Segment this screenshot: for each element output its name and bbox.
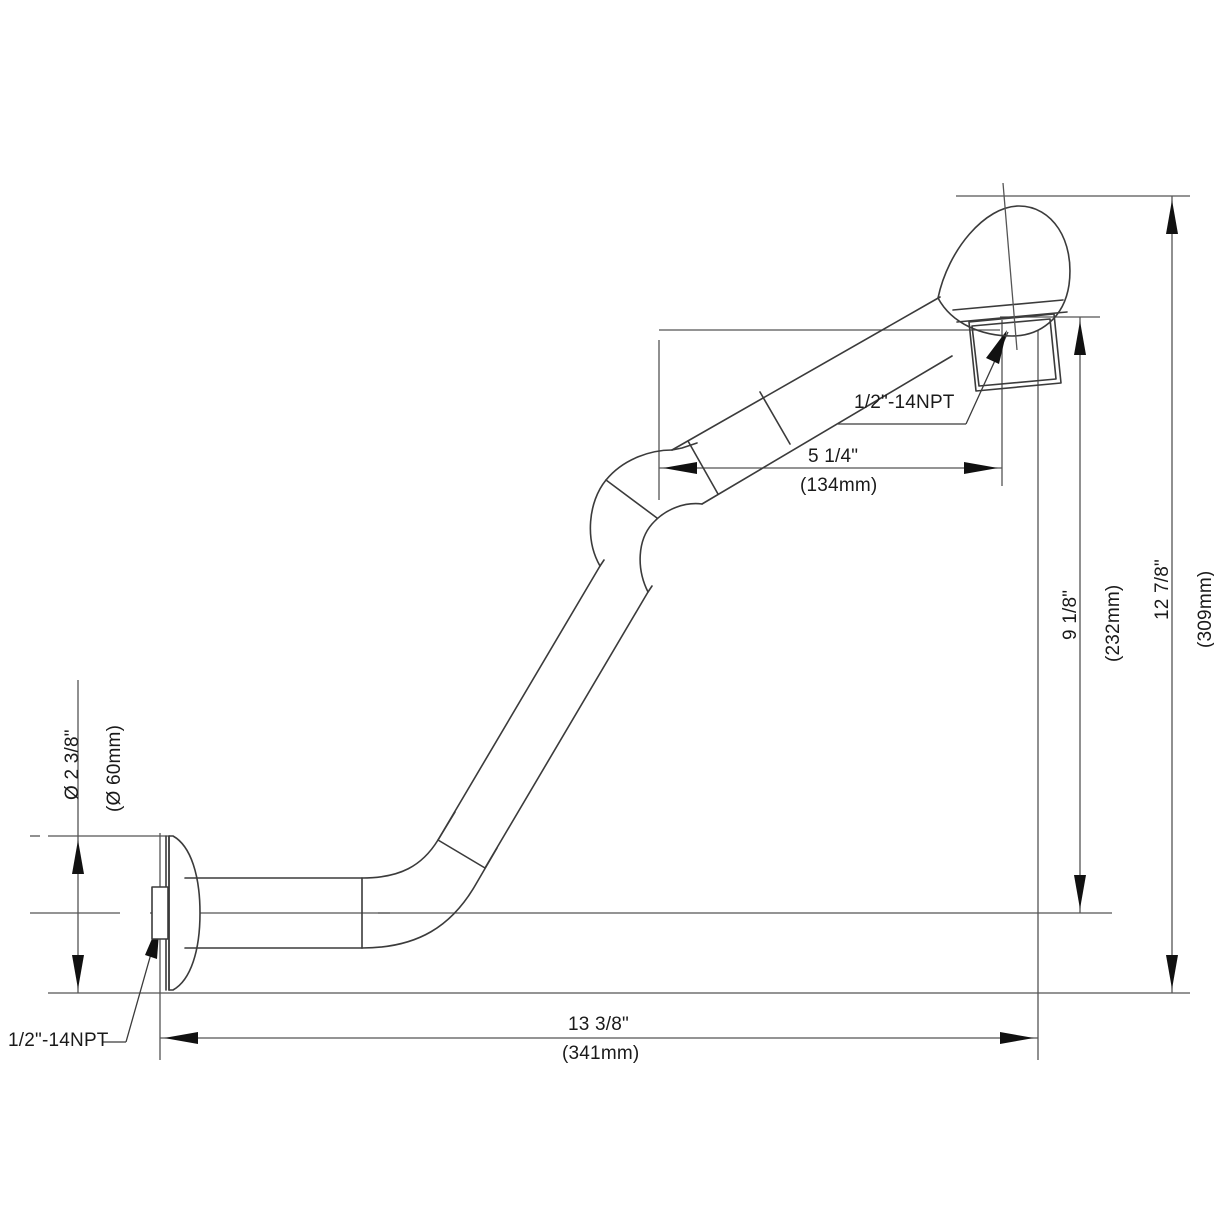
arrowhead-overall-height-bottom bbox=[1166, 955, 1178, 989]
label-overall-length-imperial: 13 3/8" bbox=[568, 1014, 629, 1035]
label-overall-height-imperial: 12 7/8" bbox=[1152, 559, 1173, 620]
upper-elbow-inner bbox=[639, 502, 703, 593]
pipe-section-break-4 bbox=[687, 440, 719, 495]
arrowhead-overall-length-left bbox=[164, 1032, 198, 1044]
label-overall-height-metric: (309mm) bbox=[1195, 570, 1214, 648]
label-spout-height-imperial: 9 1/8" bbox=[1060, 589, 1081, 640]
label-flange-diameter-metric: (Ø 60mm) bbox=[104, 724, 125, 812]
label-reach-metric: (134mm) bbox=[800, 475, 878, 496]
arm-top-start bbox=[671, 442, 698, 451]
arrowhead-reach-right bbox=[964, 462, 998, 474]
label-overall-length-metric: (341mm) bbox=[562, 1043, 640, 1064]
arrowhead-spout-height-top bbox=[1074, 321, 1086, 355]
arm-top-edge bbox=[671, 296, 941, 451]
label-reach-imperial: 5 1/4" bbox=[808, 446, 859, 467]
pipe-section-break-5 bbox=[759, 391, 791, 445]
arrowhead-flange-dia-bottom bbox=[72, 955, 84, 989]
ball-head bbox=[937, 205, 1071, 337]
lower-elbow-outer bbox=[361, 847, 498, 949]
inlet-threaded-nipple bbox=[151, 886, 169, 940]
escutcheon-flange bbox=[168, 835, 201, 991]
arrowhead-reach-left bbox=[663, 462, 697, 474]
pipe-section-break-2 bbox=[437, 839, 486, 869]
pipe-section-break-3 bbox=[605, 479, 658, 519]
label-outlet-thread: 1/2"-14NPT bbox=[854, 392, 955, 413]
riser-left-edge bbox=[437, 559, 605, 841]
ball-collar-bottom bbox=[956, 311, 1068, 323]
lower-elbow-inner bbox=[361, 811, 456, 879]
arrowhead-overall-height-top bbox=[1166, 200, 1178, 234]
riser-right-edge bbox=[484, 585, 653, 869]
arrowhead-spout-height-bottom bbox=[1074, 875, 1086, 909]
ball-collar-top bbox=[952, 299, 1064, 311]
outlet-nozzle bbox=[968, 313, 1062, 392]
arrowhead-flange-dia-top bbox=[72, 840, 84, 874]
label-flange-diameter-imperial: Ø 2 3/8" bbox=[62, 729, 83, 800]
arrowhead-overall-length-right bbox=[1000, 1032, 1034, 1044]
arrowhead-outlet-thread bbox=[986, 330, 1007, 364]
outlet-nozzle-inner bbox=[971, 318, 1057, 387]
centerline-nozzle-axis bbox=[1002, 182, 1018, 351]
label-spout-height-metric: (232mm) bbox=[1103, 584, 1124, 662]
label-inlet-thread: 1/2"-14NPT bbox=[8, 1030, 109, 1051]
arm-bottom-edge bbox=[701, 355, 953, 505]
